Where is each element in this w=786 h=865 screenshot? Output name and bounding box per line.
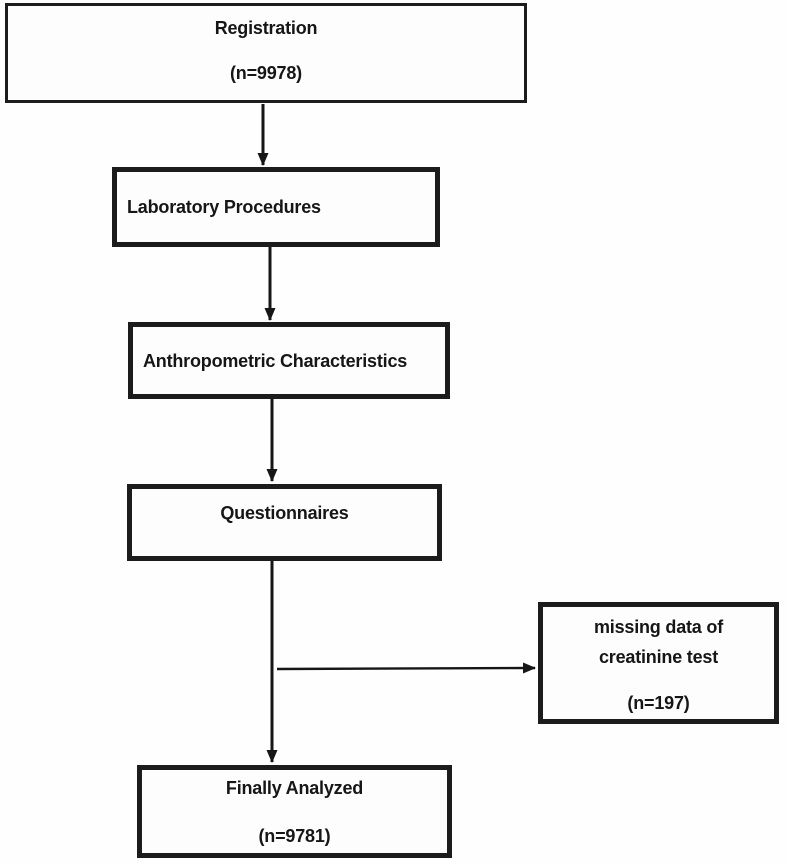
node-laboratory-procedures: Laboratory Procedures — [112, 167, 440, 247]
laboratory-title: Laboratory Procedures — [127, 197, 321, 217]
node-questionnaires: Questionnaires — [127, 484, 442, 561]
registration-count: (n=9978) — [230, 63, 302, 83]
node-finally-analyzed: Finally Analyzed (n=9781) — [137, 765, 452, 858]
questionnaires-title: Questionnaires — [220, 503, 349, 523]
final-title: Finally Analyzed — [225, 778, 364, 798]
final-count: (n=9781) — [258, 826, 331, 846]
anthropometric-title: Anthropometric Characteristics — [143, 350, 408, 371]
node-registration: Registration (n=9978) — [5, 3, 527, 103]
missing-title-line2: creatinine test — [598, 647, 719, 667]
missing-count: (n=197) — [627, 693, 690, 713]
node-anthropometric-characteristics: Anthropometric Characteristics — [128, 322, 450, 399]
registration-title: Registration — [214, 18, 318, 38]
node-missing-creatinine-data: missing data of creatinine test (n=197) — [538, 602, 779, 724]
arrow-branch-to-missing — [276, 662, 536, 674]
missing-title-line1: missing data of — [593, 617, 724, 637]
